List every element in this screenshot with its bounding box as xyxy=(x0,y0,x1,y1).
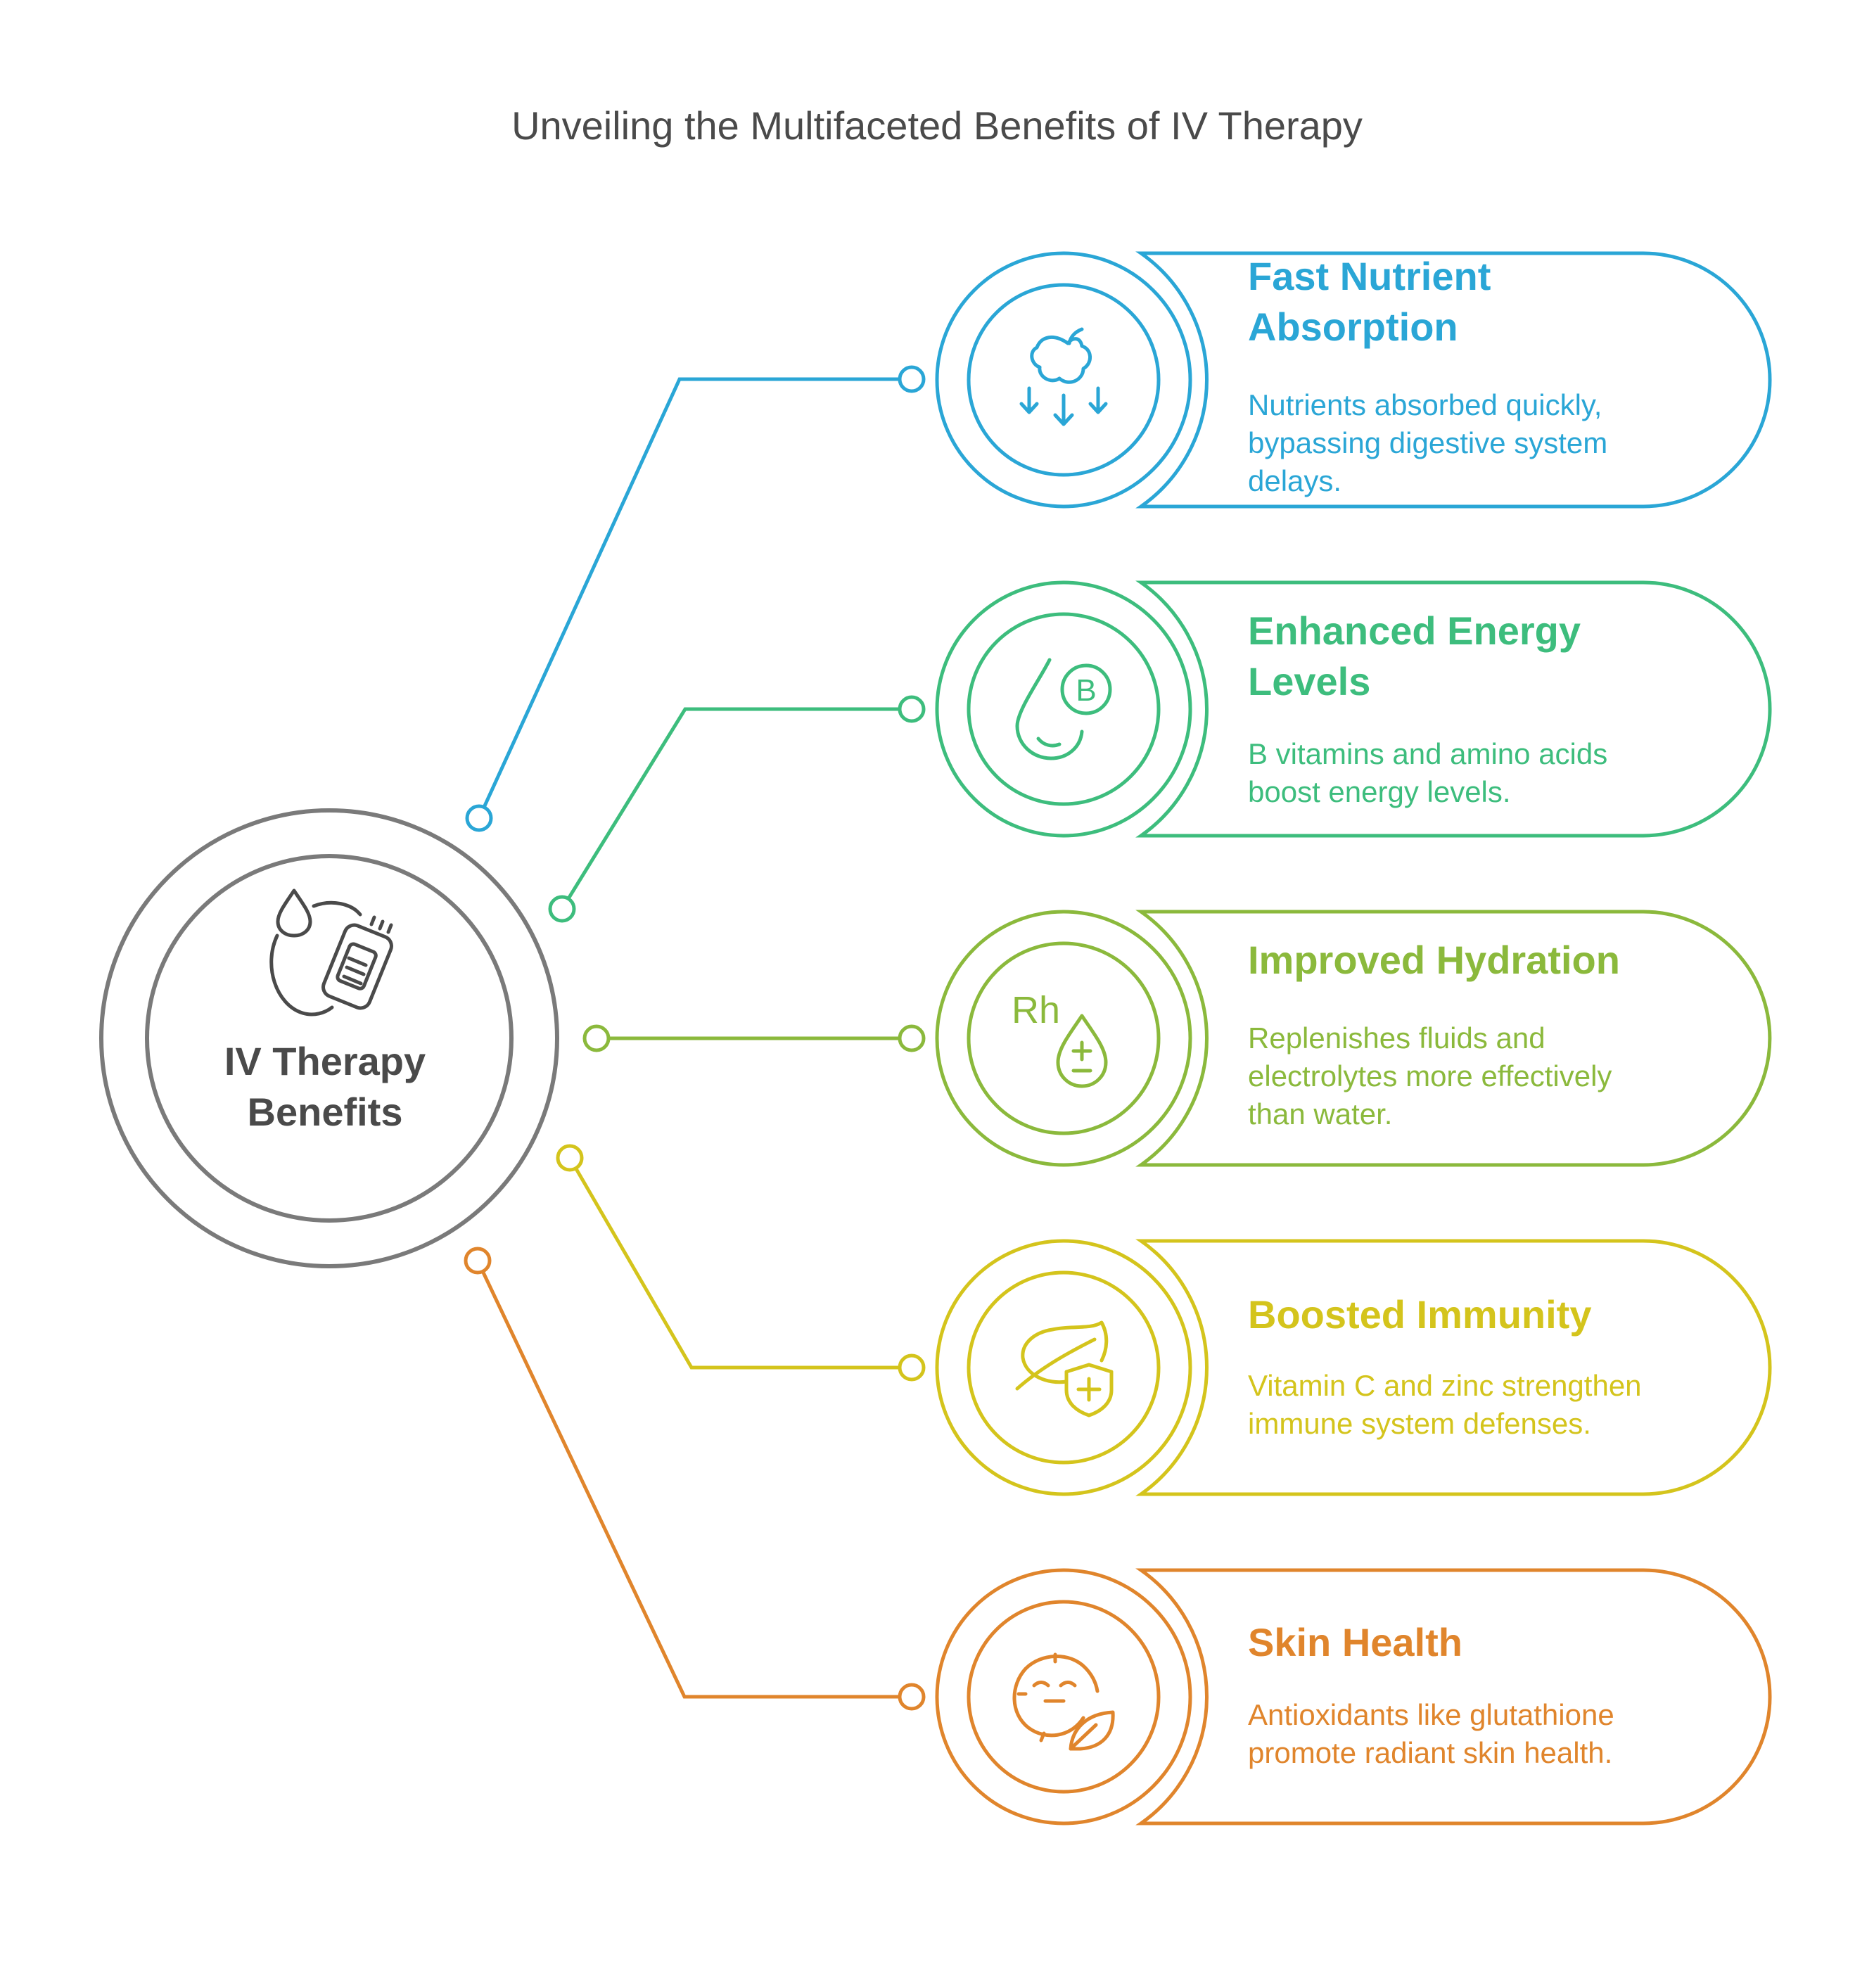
dot-hydration-start xyxy=(582,1024,611,1052)
card-inner-ring xyxy=(967,283,1161,477)
pill-shape xyxy=(1135,1568,1772,1825)
benefit-desc-line2: promote radiant skin health. xyxy=(1248,1736,1612,1769)
connector-dots xyxy=(464,365,926,1711)
benefit-card-fast-nutrient xyxy=(935,251,1772,509)
dot-immunity-end xyxy=(898,1353,926,1382)
center-label-line1: IV Therapy xyxy=(224,1039,426,1083)
benefit-desc-line1: Antioxidants like glutathione xyxy=(1248,1698,1614,1731)
benefit-desc-line2: electrolytes more effectively xyxy=(1248,1059,1612,1092)
dot-energy-end xyxy=(898,695,926,723)
pill-shape xyxy=(1135,580,1772,838)
dot-hydration-end xyxy=(898,1024,926,1052)
benefit-desc-line1: Nutrients absorbed quickly, xyxy=(1248,388,1602,421)
benefit-text-fast-nutrient: Fast Nutrient Absorption Nutrients absor… xyxy=(1248,254,1607,497)
connectors xyxy=(476,377,899,1699)
benefit-desc-line2: immune system defenses. xyxy=(1248,1407,1591,1440)
connector-skin xyxy=(476,1259,899,1699)
pill-shape xyxy=(1135,251,1772,509)
dot-immunity-start xyxy=(556,1144,584,1172)
card-outer-ring xyxy=(935,580,1192,838)
card-inner-ring xyxy=(967,941,1161,1135)
card-inner-ring xyxy=(967,1600,1161,1794)
benefit-heading-line2: Levels xyxy=(1248,659,1370,703)
benefit-heading-line1: Fast Nutrient xyxy=(1248,254,1491,298)
benefit-text-hydration: Improved Hydration Replenishes fluids an… xyxy=(1248,938,1620,1130)
card-outer-ring xyxy=(935,1239,1192,1496)
benefit-card-immunity xyxy=(935,1239,1772,1496)
dot-fast-nutrient-start xyxy=(465,804,493,832)
benefit-text-skin: Skin Health Antioxidants like glutathion… xyxy=(1248,1620,1614,1769)
benefit-card-hydration xyxy=(935,910,1772,1167)
benefit-desc-line3: delays. xyxy=(1248,464,1341,497)
benefit-heading-line2: Absorption xyxy=(1248,305,1458,349)
vitamin-b-letter: B xyxy=(1076,673,1096,708)
benefit-desc-line1: B vitamins and amino acids xyxy=(1248,737,1607,770)
benefit-heading-line1: Boosted Immunity xyxy=(1248,1292,1591,1337)
card-outer-ring xyxy=(935,251,1192,509)
pill-shape xyxy=(1135,1239,1772,1496)
dot-fast-nutrient-end xyxy=(898,365,926,393)
dot-skin-end xyxy=(898,1683,926,1711)
pill-shape xyxy=(1135,910,1772,1167)
center-label-line2: Benefits xyxy=(248,1090,403,1134)
benefit-heading-line1: Enhanced Energy xyxy=(1248,608,1581,653)
apple-absorption-icon xyxy=(1019,327,1108,426)
benefit-desc-line1: Replenishes fluids and xyxy=(1248,1021,1545,1054)
iv-bag-icon xyxy=(269,888,393,1017)
benefit-heading-line1: Improved Hydration xyxy=(1248,938,1620,982)
connector-fast-nutrient xyxy=(477,377,899,820)
center-hub: IV Therapy Benefits xyxy=(99,808,559,1268)
rh-drop-icon: Rh xyxy=(1012,989,1108,1088)
benefit-card-energy xyxy=(935,580,1772,838)
card-outer-ring xyxy=(935,1568,1192,1825)
connector-immunity xyxy=(568,1157,899,1370)
dot-energy-start xyxy=(548,895,576,923)
center-inner-ring xyxy=(145,854,514,1223)
face-leaf-icon xyxy=(1012,1652,1115,1751)
benefit-heading-line1: Skin Health xyxy=(1248,1620,1462,1664)
benefit-desc-line2: bypassing digestive system xyxy=(1248,426,1607,459)
benefit-desc-line1: Vitamin C and zinc strengthen xyxy=(1248,1369,1642,1402)
card-inner-ring xyxy=(967,1270,1161,1465)
vitamin-b-drop-icon: B xyxy=(1015,658,1112,760)
benefit-card-skin xyxy=(935,1568,1772,1825)
benefit-text-immunity: Boosted Immunity Vitamin C and zinc stre… xyxy=(1248,1292,1642,1440)
benefit-text-energy: Enhanced Energy Levels B vitamins and am… xyxy=(1248,608,1607,808)
rh-text: Rh xyxy=(1012,989,1060,1031)
dot-skin-start xyxy=(464,1247,492,1275)
leaf-shield-icon xyxy=(1015,1320,1114,1417)
card-inner-ring xyxy=(967,612,1161,806)
center-outer-ring xyxy=(99,808,559,1268)
benefit-desc-line2: boost energy levels. xyxy=(1248,775,1511,808)
connector-energy xyxy=(560,707,899,910)
diagram-title: Unveiling the Multifaceted Benefits of I… xyxy=(511,103,1363,148)
card-outer-ring xyxy=(935,910,1192,1167)
benefit-desc-line3: than water. xyxy=(1248,1097,1392,1130)
